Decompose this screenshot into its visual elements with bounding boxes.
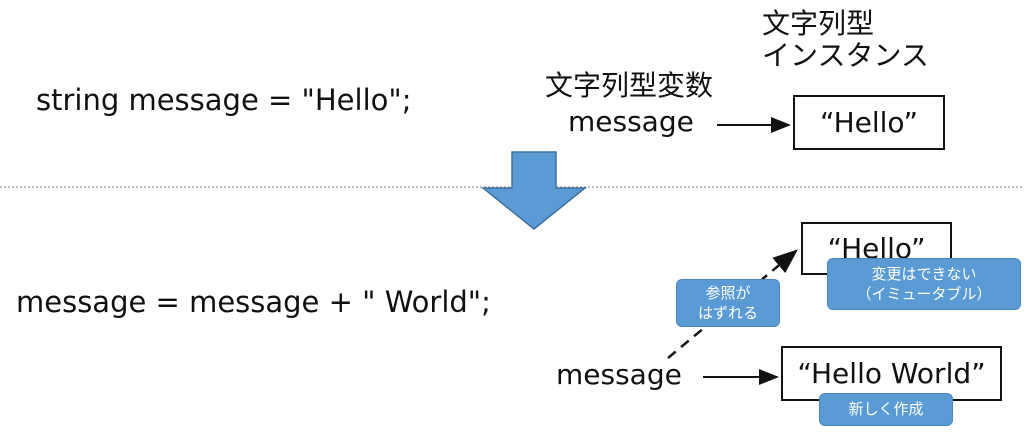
- code-line-assign: string message = "Hello";: [36, 83, 412, 117]
- code-line-concat: message = message + " World";: [16, 285, 491, 319]
- variable-type-label: 文字列型変数: [545, 69, 714, 102]
- newly-created-badge: 新しく作成: [819, 393, 953, 426]
- immutable-badge-line1: 変更はできない: [871, 264, 977, 283]
- instance-type-label-line2: インスタンス: [762, 39, 929, 73]
- detached-badge-line1: 参照が: [705, 283, 751, 302]
- variable-name-label: message: [568, 105, 694, 138]
- dashed-arrow-icon: [667, 249, 798, 359]
- down-arrow-icon: [480, 151, 588, 230]
- instance-type-label: 文字列型 インスタンス: [762, 7, 929, 73]
- variable-name-label-bottom: message: [556, 358, 682, 391]
- detached-reference-badge: 参照が はずれる: [676, 279, 780, 327]
- hello-instance-box: “Hello”: [793, 95, 945, 150]
- immutable-badge-line2: （イミュータブル）: [856, 285, 992, 303]
- instance-type-label-line1: 文字列型: [762, 7, 875, 40]
- detached-badge-line2: はずれる: [697, 304, 758, 322]
- immutable-badge: 変更はできない （イミュータブル）: [827, 258, 1021, 310]
